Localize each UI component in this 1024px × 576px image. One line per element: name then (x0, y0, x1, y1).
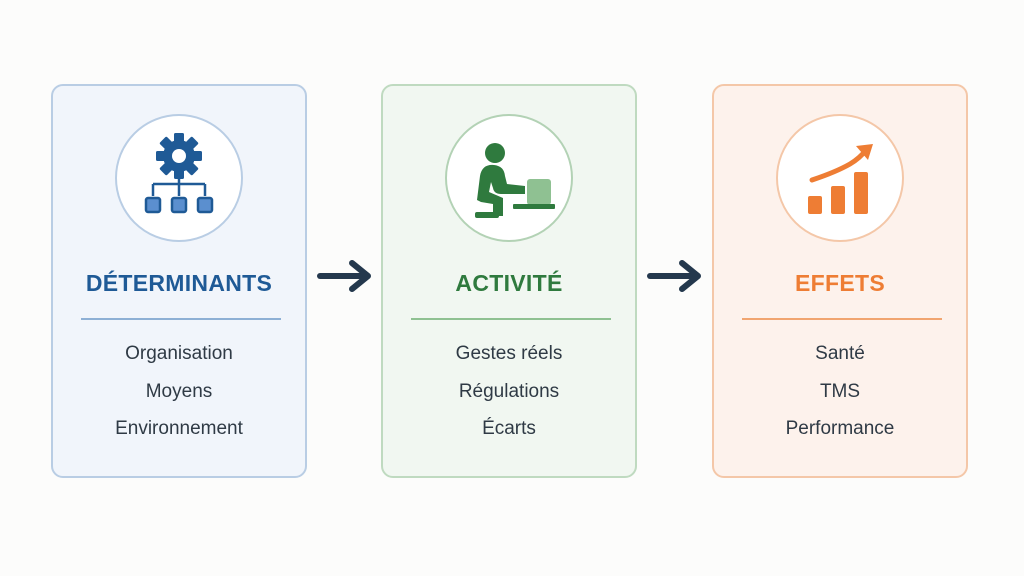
gear-hierarchy-icon (144, 133, 214, 214)
list-item: Écarts (482, 418, 536, 439)
item-list-effets: Santé TMS Performance (714, 340, 966, 453)
icon-circle-effets (776, 114, 904, 242)
item-list-activite: Gestes réels Régulations Écarts (383, 340, 635, 453)
icon-circle-determinants (115, 114, 243, 242)
worker-at-workstation-icon (475, 143, 555, 218)
card-activite: ACTIVITÉ Gestes réels Régulations Écarts (381, 84, 637, 478)
list-item: Performance (785, 418, 895, 439)
list-item: Gestes réels (455, 343, 563, 364)
growth-chart-icon (808, 144, 873, 214)
divider (81, 318, 281, 320)
card-effets: EFFETS Santé TMS Performance (712, 84, 968, 478)
list-item: Moyens (145, 380, 213, 402)
right-arrow-icon (647, 260, 701, 292)
icon-circle-activite (445, 114, 573, 242)
divider (742, 318, 942, 320)
card-title-effets: EFFETS (795, 270, 885, 296)
list-item: Santé (815, 343, 865, 364)
card-title-activite: ACTIVITÉ (455, 270, 563, 296)
divider (411, 318, 611, 320)
right-arrow-icon (317, 260, 371, 292)
item-list-determinants: Organisation Moyens Environnement (53, 340, 305, 453)
list-item: Environnement (115, 418, 243, 439)
list-item: Organisation (125, 343, 233, 364)
list-item: Régulations (458, 380, 560, 402)
card-determinants: DÉTERMINANTS Organisation Moyens Environ… (51, 84, 307, 478)
list-item: TMS (819, 380, 861, 402)
card-title-determinants: DÉTERMINANTS (85, 270, 273, 296)
